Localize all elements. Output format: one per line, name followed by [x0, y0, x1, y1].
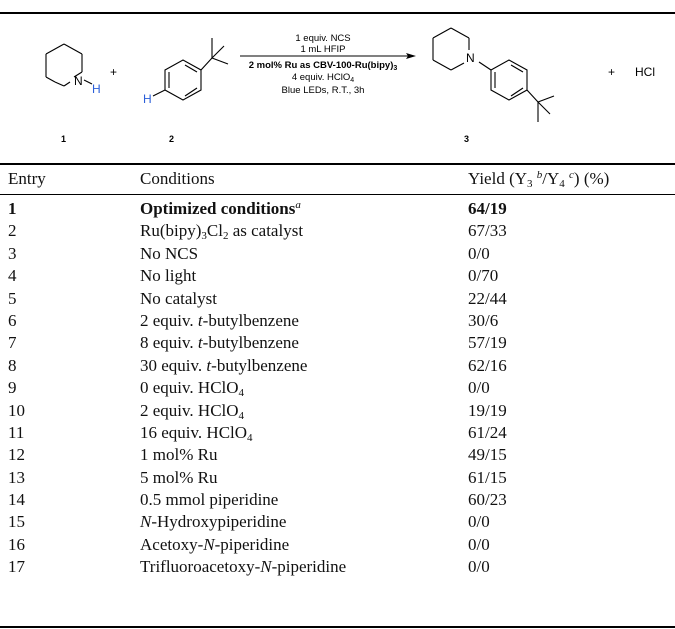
table-row: 14 0.5 mmol piperidine 60/23 [0, 489, 675, 511]
table-row: 10 2 equiv. HClO4 19/19 [0, 400, 675, 422]
conditions-cell: No catalyst [140, 288, 217, 308]
yield-cell: 0/0 [468, 378, 490, 398]
yield-cell: 57/19 [468, 333, 507, 353]
conditions-cell: 30 equiv. t-butylbenzene [140, 355, 308, 375]
entry-cell: 6 [8, 310, 17, 330]
reagent-light: Blue LEDs, R.T., 3h [282, 85, 365, 96]
table-bottom-rule [0, 626, 675, 628]
reagent-ncs: 1 equiv. NCS [295, 33, 350, 44]
byproduct-hcl: HCl [635, 65, 655, 79]
table-row: 8 30 equiv. t-butylbenzene 62/16 [0, 355, 675, 377]
conditions-cell: 0 equiv. HClO4 [140, 378, 245, 400]
entry-cell: 9 [8, 378, 17, 398]
yield-cell: 67/33 [468, 221, 507, 241]
yield-cell: 0/0 [468, 534, 490, 554]
table-mid-rule [0, 163, 675, 165]
plus-sign-2: + [608, 65, 615, 79]
table-row: 17 Trifluoroacetoxy-N-piperidine 0/0 [0, 556, 675, 578]
reagent-acid: 4 equiv. HClO4 [292, 72, 354, 84]
nitrogen-label: N [74, 74, 83, 88]
conditions-cell: 2 equiv. HClO4 [140, 400, 245, 422]
yield-cell: 60/23 [468, 490, 507, 510]
entry-cell: 4 [8, 266, 17, 286]
header-rule [0, 194, 675, 195]
entry-cell: 7 [8, 333, 17, 353]
table-row: 6 2 equiv. t-butylbenzene 30/6 [0, 310, 675, 332]
entry-cell: 5 [8, 288, 17, 308]
reaction-scheme: N H 1 + H 2 1 equiv. NCS 1 mL HFIP 2 mol… [45, 27, 655, 144]
yield-cell: 22/44 [468, 288, 507, 308]
conditions-cell: 2 equiv. t-butylbenzene [140, 310, 299, 330]
hydrogen-label-1: H [92, 82, 101, 96]
entry-cell: 15 [8, 512, 25, 532]
entry-cell: 12 [8, 445, 25, 465]
yield-cell: 61/15 [468, 467, 507, 487]
conditions-cell: 16 equiv. HClO4 [140, 422, 253, 444]
conditions-cell: 1 mol% Ru [140, 445, 218, 465]
entry-cell: 16 [8, 534, 25, 554]
entry-cell: 17 [8, 557, 25, 577]
hydrogen-label-2: H [143, 92, 152, 106]
table-row: 11 16 equiv. HClO4 61/24 [0, 422, 675, 444]
table-row: 5 No catalyst 22/44 [0, 288, 675, 310]
table-row: 7 8 equiv. t-butylbenzene 57/19 [0, 332, 675, 354]
yield-cell: 0/0 [468, 243, 490, 263]
entry-cell: 10 [8, 400, 25, 420]
table-body: 1 Optimized conditionsa 64/19 2 Ru(bipy)… [0, 198, 675, 579]
table-row: 12 1 mol% Ru 49/15 [0, 444, 675, 466]
column-header-conditions: Conditions [140, 169, 215, 188]
conditions-cell: Acetoxy-N-piperidine [140, 534, 290, 554]
conditions-cell: No NCS [140, 243, 199, 263]
entry-cell: 11 [8, 422, 25, 442]
yield-cell: 61/24 [468, 422, 507, 442]
product-structure [432, 27, 555, 122]
entry-cell: 8 [8, 355, 17, 375]
conditions-cell: N-Hydroxypiperidine [140, 512, 287, 532]
entry-cell: 2 [8, 221, 17, 241]
reagent-catalyst: 2 mol% Ru as CBV-100-Ru(bipy)3 [249, 60, 398, 72]
yield-cell: 64/19 [468, 199, 507, 218]
table-row: 2 Ru(bipy)3Cl2 as catalyst 67/33 [0, 220, 675, 242]
yield-cell: 0/0 [468, 557, 490, 577]
column-header-yield: Yield (Y3 b/Y4 c) (%) [468, 169, 610, 190]
nitrogen-label-product: N [466, 51, 475, 65]
yield-cell: 0/0 [468, 512, 490, 532]
table-row: 1 Optimized conditionsa 64/19 [0, 198, 675, 220]
yield-cell: 30/6 [468, 310, 499, 330]
entry-cell: 1 [8, 199, 17, 218]
arrow [240, 53, 416, 59]
conditions-cell: Optimized conditionsa [140, 199, 301, 218]
yield-cell: 0/70 [468, 266, 499, 286]
plus-sign-1: + [110, 65, 117, 79]
column-header-entry: Entry [8, 169, 46, 188]
compound-label-3: 3 [464, 134, 469, 144]
entry-cell: 14 [8, 490, 25, 510]
reagent-hfip: 1 mL HFIP [300, 44, 345, 55]
entry-cell: 3 [8, 243, 17, 263]
yield-cell: 62/16 [468, 355, 507, 375]
conditions-cell: No light [140, 266, 197, 286]
compound-label-2: 2 [169, 134, 174, 144]
table-row: 16 Acetoxy-N-piperidine 0/0 [0, 534, 675, 556]
table-top-rule [0, 12, 675, 14]
piperidine-structure [45, 43, 93, 87]
table-row: 4 No light 0/70 [0, 265, 675, 287]
conditions-cell: 5 mol% Ru [140, 467, 218, 487]
conditions-cell: Trifluoroacetoxy-N-piperidine [140, 557, 347, 577]
table-row: 15 N-Hydroxypiperidine 0/0 [0, 511, 675, 533]
conditions-cell: Ru(bipy)3Cl2 as catalyst [140, 221, 304, 243]
table-row: 13 5 mol% Ru 61/15 [0, 467, 675, 489]
table-row: 9 0 equiv. HClO4 0/0 [0, 377, 675, 399]
tert-butylbenzene-structure [152, 38, 229, 101]
conditions-cell: 8 equiv. t-butylbenzene [140, 333, 299, 353]
table-row: 3 No NCS 0/0 [0, 243, 675, 265]
compound-label-1: 1 [61, 134, 66, 144]
entry-cell: 13 [8, 467, 25, 487]
yield-cell: 49/15 [468, 445, 507, 465]
yield-cell: 19/19 [468, 400, 507, 420]
conditions-cell: 0.5 mmol piperidine [140, 490, 279, 510]
